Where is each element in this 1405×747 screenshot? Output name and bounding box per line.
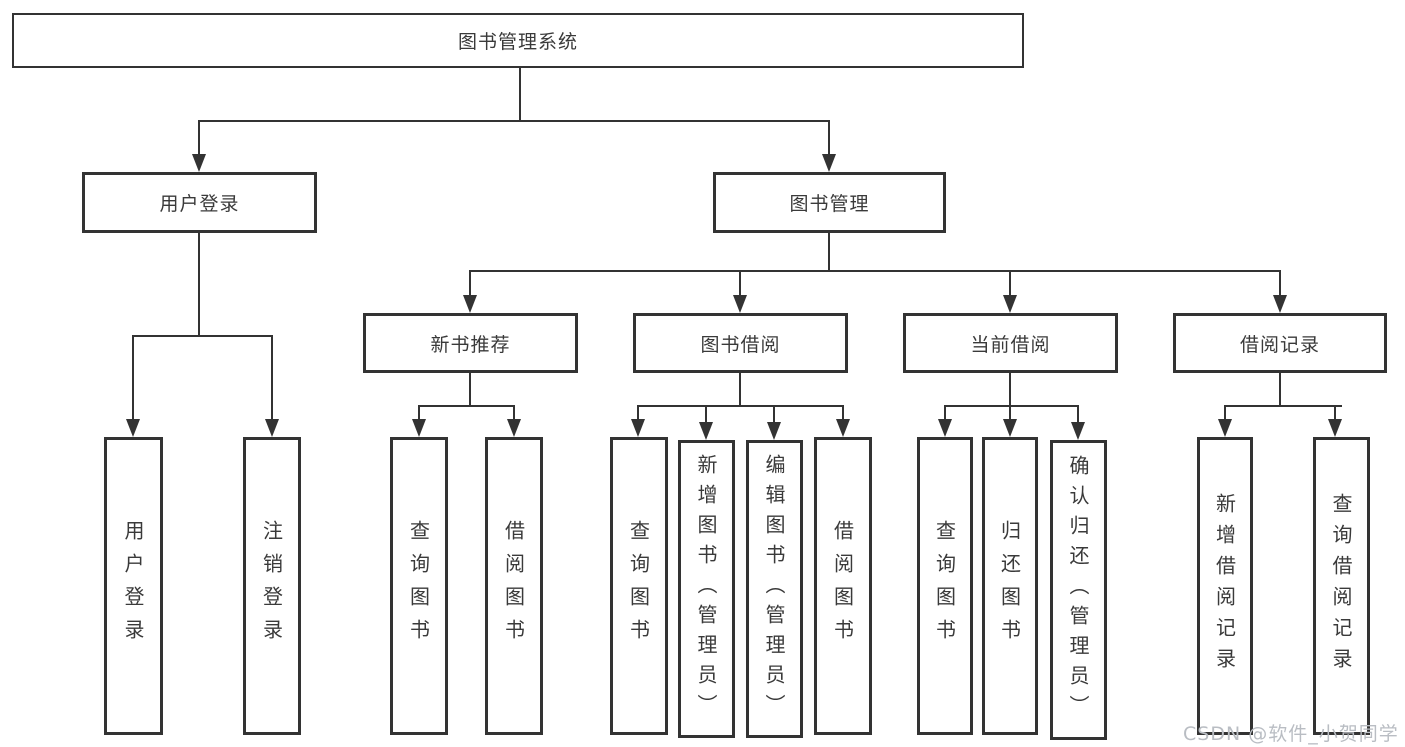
connector-book-borrow-stem (739, 373, 741, 407)
node-book-borrowing-label: 图书借阅 (700, 333, 781, 356)
arrowhead-down-icon (412, 419, 426, 437)
leaf-current-query-books-label: 查询图书 (932, 520, 957, 652)
connector-current-borrow-split (944, 405, 1079, 407)
connector-leaf-drop (637, 405, 639, 421)
connector-new-book-stem (469, 373, 471, 407)
connector-to-leaf-login (132, 335, 134, 420)
leaf-record-add-borrow-record-label: 新增借阅记录 (1212, 493, 1237, 679)
leaf-logout: 注销登录 (243, 437, 301, 735)
node-book-borrowing: 图书借阅 (633, 313, 848, 373)
csdn-watermark: CSDN @软件_小贺同学 (1183, 723, 1399, 745)
leaf-borrow-query-books-label: 查询图书 (626, 520, 651, 652)
leaf-borrow-borrow-books: 借阅图书 (814, 437, 872, 735)
node-new-book-recommend-label: 新书推荐 (430, 333, 511, 356)
arrowhead-down-icon (1003, 295, 1017, 313)
connector-leaf-drop (1224, 405, 1226, 421)
connector-leaf-drop (842, 405, 844, 421)
arrowhead-down-icon (1218, 419, 1232, 437)
connector-root-stem (519, 68, 521, 122)
arrowhead-down-icon (699, 422, 713, 440)
node-new-book-recommend: 新书推荐 (363, 313, 578, 373)
leaf-record-query-borrow-record-label: 查询借阅记录 (1329, 493, 1353, 679)
connector-to-leaf-logout (271, 335, 273, 420)
node-borrowing-records-label: 借阅记录 (1239, 333, 1320, 356)
node-current-borrowing-label: 当前借阅 (970, 333, 1051, 356)
arrowhead-down-icon (938, 419, 952, 437)
arrowhead-down-icon (733, 295, 747, 313)
connector-leaf-drop (1334, 405, 1336, 421)
leaf-newbook-query-books: 查询图书 (390, 437, 448, 735)
node-root-label: 图书管理系统 (457, 31, 578, 53)
arrowhead-down-icon (631, 419, 645, 437)
leaf-record-query-borrow-record: 查询借阅记录 (1313, 437, 1370, 735)
connector-root-split (198, 120, 830, 122)
arrowhead-down-icon (192, 154, 206, 172)
node-book-management: 图书管理 (713, 172, 946, 233)
node-borrowing-records: 借阅记录 (1173, 313, 1387, 373)
connector-borrow-record-split (1224, 405, 1342, 407)
connector-user-login-stem (198, 233, 200, 337)
arrowhead-down-icon (126, 419, 140, 437)
connector-new-book-split (418, 405, 515, 407)
connector-to-new-book (469, 270, 471, 296)
connector-leaf-drop (418, 405, 420, 421)
node-root-system: 图书管理系统 (12, 13, 1024, 68)
leaf-current-return-books-label: 归还图书 (997, 520, 1022, 652)
arrowhead-down-icon (265, 419, 279, 437)
arrowhead-down-icon (836, 419, 850, 437)
leaf-current-confirm-return-admin: 确认归还（管理员） (1050, 440, 1107, 740)
arrowhead-down-icon (822, 154, 836, 172)
arrowhead-down-icon (1071, 422, 1085, 440)
leaf-current-confirm-return-admin-label: 确认归还（管理员） (1066, 455, 1090, 725)
connector-leaf-drop (773, 405, 775, 423)
connector-leaf-drop (513, 405, 515, 421)
connector-book-management-stem (828, 233, 830, 272)
arrowhead-down-icon (463, 295, 477, 313)
leaf-logout-label: 注销登录 (259, 520, 284, 652)
leaf-user-login-label: 用户登录 (121, 520, 145, 652)
leaf-borrow-add-books-admin: 新增图书（管理员） (678, 440, 735, 738)
node-current-borrowing: 当前借阅 (903, 313, 1118, 373)
connector-to-book-management (828, 120, 830, 156)
arrowhead-down-icon (1328, 419, 1342, 437)
connector-to-borrow-record (1279, 270, 1281, 296)
leaf-newbook-borrow-books: 借阅图书 (485, 437, 543, 735)
leaf-newbook-query-books-label: 查询图书 (406, 520, 431, 652)
leaf-user-login: 用户登录 (104, 437, 163, 735)
connector-leaf-drop (705, 405, 707, 423)
node-user-login: 用户登录 (82, 172, 317, 233)
connector-user-login-split (132, 335, 273, 337)
leaf-borrow-query-books: 查询图书 (610, 437, 668, 735)
arrowhead-down-icon (767, 422, 781, 440)
node-book-management-label: 图书管理 (789, 193, 870, 215)
connector-to-current-borrow (1009, 270, 1011, 296)
arrowhead-down-icon (1273, 295, 1287, 313)
connector-book-borrow-split (637, 405, 844, 407)
connector-current-borrow-stem (1009, 373, 1011, 407)
connector-to-book-borrow (739, 270, 741, 296)
leaf-current-return-books: 归还图书 (982, 437, 1038, 735)
arrowhead-down-icon (1003, 419, 1017, 437)
connector-leaf-drop (944, 405, 946, 421)
leaf-current-query-books: 查询图书 (917, 437, 973, 735)
connector-leaf-drop (1077, 405, 1079, 423)
connector-book-management-split (469, 270, 1281, 272)
leaf-borrow-edit-books-admin: 编辑图书（管理员） (746, 440, 803, 738)
leaf-newbook-borrow-books-label: 借阅图书 (501, 520, 526, 652)
arrowhead-down-icon (507, 419, 521, 437)
leaf-record-add-borrow-record: 新增借阅记录 (1197, 437, 1253, 735)
leaf-borrow-add-books-admin-label: 新增图书（管理员） (694, 454, 718, 724)
connector-to-user-login (198, 120, 200, 156)
node-user-login-label: 用户登录 (159, 193, 240, 215)
connector-borrow-record-stem (1279, 373, 1281, 407)
leaf-borrow-edit-books-admin-label: 编辑图书（管理员） (762, 454, 786, 724)
connector-leaf-drop (1009, 405, 1011, 421)
leaf-borrow-borrow-books-label: 借阅图书 (830, 520, 855, 652)
